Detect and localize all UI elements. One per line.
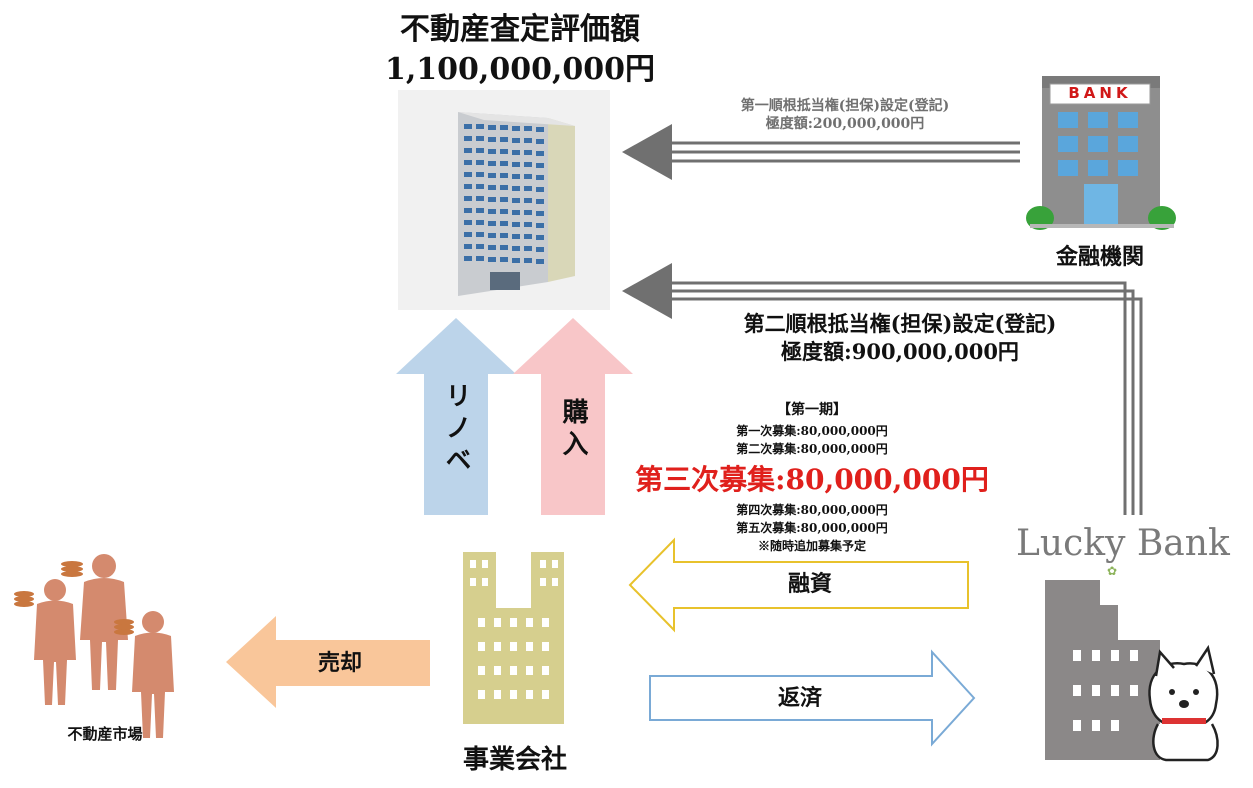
fundraising-round4: 第四次募集:80,000,000円	[736, 503, 888, 517]
bank-label: 金融機関	[1055, 244, 1144, 270]
sale-arrow	[226, 616, 430, 708]
first-mortgage-arrowhead	[622, 124, 672, 180]
fundraising-round3: 第三次募集:80,000,000円	[635, 463, 989, 496]
fundraising-round5: 第五次募集:80,000,000円	[736, 521, 888, 535]
market-label: 不動産市場	[67, 725, 143, 743]
repayment-label: 返済	[777, 685, 822, 711]
second-mortgage-connector	[670, 281, 1143, 515]
first-mortgage-line2: 極度額:200,000,000円	[765, 116, 925, 132]
fundraising-note: ※随時追加募集予定	[757, 539, 866, 553]
company-building-icon	[463, 552, 564, 724]
first-mortgage-arrow	[665, 141, 1020, 163]
clover-icon: ✿	[1107, 564, 1117, 578]
lucky-bank-building-icon	[1045, 580, 1160, 760]
company-label: 事業会社	[462, 745, 567, 775]
appraisal-amount: 1,100,000,000円	[384, 52, 656, 87]
fundraising-round2: 第二次募集:80,000,000円	[736, 442, 888, 456]
purchase-label: 購入	[558, 398, 588, 462]
financing-arrow	[628, 537, 969, 633]
second-mortgage-line2: 極度額:900,000,000円	[781, 339, 1019, 364]
market-people-icon	[14, 554, 174, 738]
renovation-arrow	[396, 318, 516, 515]
fundraising-heading: 【第一期】	[777, 402, 847, 418]
fundraising-round1: 第一次募集:80,000,000円	[736, 424, 888, 438]
second-mortgage-line1: 第二順根抵当権(担保)設定(登記)	[743, 311, 1057, 336]
renovation-label: リノベ	[441, 382, 471, 478]
second-mortgage-arrowhead	[622, 263, 672, 319]
lucky-bank-logo: Lucky Bank	[1016, 523, 1230, 564]
bank-sign: BANK	[1068, 84, 1132, 102]
financing-label: 融資	[787, 571, 832, 597]
bank-building-icon	[1026, 76, 1176, 230]
apartment-building-icon	[458, 112, 575, 296]
dog-mascot-icon	[1148, 644, 1219, 762]
repayment-arrow	[649, 649, 976, 747]
purchase-arrow	[513, 318, 633, 515]
first-mortgage-line1: 第一順根抵当権(担保)設定(登記)	[740, 98, 950, 114]
appraisal-title: 不動産査定評価額	[400, 12, 640, 47]
sale-label: 売却	[317, 650, 362, 676]
